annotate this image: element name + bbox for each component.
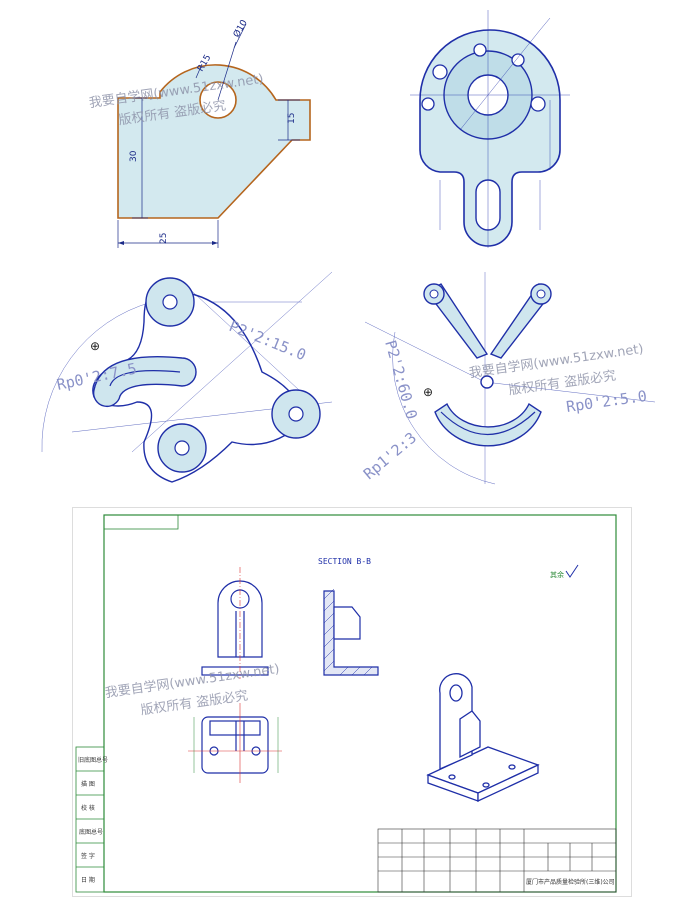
sketch-4-label-p2: P2'2:60.0: [381, 338, 421, 421]
sketch-1-svg: 25 30 15 R15 Ø10: [117, 18, 311, 248]
sketch-4-label-rp0: Rp0'2:5.0: [565, 387, 648, 416]
sketch-4-crescent: [434, 402, 542, 447]
sketch-3-panel: P2'2:15.0 Rp0'2:7.5 ⊕: [32, 262, 337, 492]
title-block: [377, 828, 617, 893]
sketch-1-dim-25: 25: [159, 233, 169, 244]
side-label-1: 旧底图总号: [78, 756, 108, 764]
company-name: 厦门市产品质量检验所(三维)公司: [526, 878, 615, 886]
sketch-2-bolt-holes: [421, 43, 546, 112]
side-labels: 旧底图总号 描 图 校 核 底图总号 签 字 日 期: [78, 756, 108, 884]
side-label-3: 校 核: [81, 804, 95, 812]
sketch-2-panel: [400, 0, 580, 260]
sketch-1-dim-30: 30: [129, 150, 139, 162]
drawing-sheet: 旧底图总号 描 图 校 核 底图总号 签 字 日 期 SECTION B-B 其…: [72, 507, 632, 897]
sketch-4-panel: P2'2:60.0 Rp1'2:3 Rp0'2:5.0 ⊕: [345, 262, 667, 492]
sketch-4-hub: [480, 375, 494, 389]
roughness-note: 其余: [550, 570, 564, 579]
drawing-svg: 旧底图总号 描 图 校 核 底图总号 签 字 日 期 SECTION B-B 其…: [72, 507, 632, 897]
sketch-4-label-rp1: Rp1'2:3: [360, 429, 420, 483]
sketch-4-origin-mark: ⊕: [423, 385, 433, 399]
section-label: SECTION B-B: [318, 557, 371, 566]
top-view: [201, 716, 269, 774]
section-view: [323, 588, 379, 676]
sketch-1-dim-d10: Ø10: [231, 18, 250, 40]
side-label-6: 日 期: [81, 876, 95, 884]
side-label-2: 描 图: [81, 780, 95, 788]
sketch-3-arc-slot: [92, 355, 197, 408]
drawing-frame: [103, 514, 617, 893]
sketch-1-profile: [117, 64, 311, 219]
sketch-1-dim-15: 15: [287, 113, 297, 124]
isometric-view: [426, 673, 540, 803]
side-label-5: 签 字: [81, 852, 95, 860]
side-label-4: 底图总号: [79, 828, 103, 836]
sketch-3-origin-mark: ⊕: [90, 339, 100, 353]
sketch-3-svg: P2'2:15.0 Rp0'2:7.5 ⊕: [41, 271, 333, 483]
sketch-1-panel: 25 30 15 R15 Ø10: [78, 0, 340, 260]
sketch-4-svg: P2'2:60.0 Rp1'2:3 Rp0'2:5.0 ⊕: [360, 272, 656, 485]
sketch-2-svg: [410, 10, 570, 248]
sketch-3-label-p2: P2'2:15.0: [227, 317, 309, 364]
